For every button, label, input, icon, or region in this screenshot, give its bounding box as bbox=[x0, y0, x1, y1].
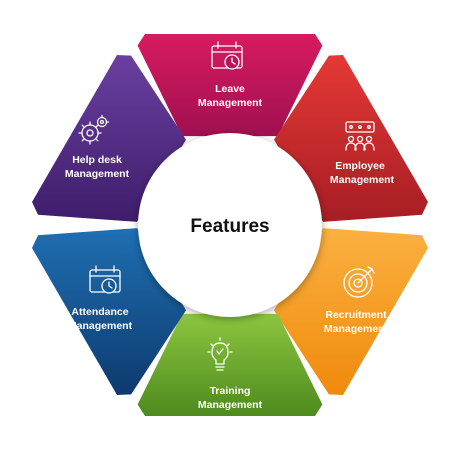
leave-label-line1: Leave bbox=[215, 83, 245, 95]
training-label-line1: Training bbox=[210, 385, 251, 397]
gears-icon bbox=[78, 114, 110, 145]
segment-leave bbox=[137, 34, 323, 137]
segment-recruitment bbox=[274, 228, 428, 395]
helpdesk-label-line1: Help desk bbox=[72, 154, 122, 166]
center-circle bbox=[138, 133, 322, 317]
target-icon bbox=[343, 266, 375, 298]
center-title: Features bbox=[190, 216, 269, 237]
segment-training bbox=[137, 313, 323, 416]
calendar-clock-icon bbox=[89, 265, 121, 294]
employee-label-line1: Employee bbox=[335, 160, 385, 172]
segment-employee bbox=[274, 55, 428, 222]
attendance-label-line1: Attendance bbox=[71, 306, 128, 318]
training-label-line2: Management bbox=[198, 399, 263, 411]
lightbulb-icon bbox=[207, 337, 233, 371]
recruitment-label-line2: Management bbox=[324, 323, 389, 335]
segment-helpdesk bbox=[32, 55, 186, 222]
attendance-label-line2: Management bbox=[68, 320, 133, 332]
people-board-icon bbox=[345, 121, 375, 151]
segment-attendance bbox=[32, 228, 186, 395]
helpdesk-label-line2: Management bbox=[65, 168, 130, 180]
recruitment-label-line1: Recruitment bbox=[325, 309, 387, 321]
leave-label-line2: Management bbox=[198, 97, 263, 109]
employee-label-line2: Management bbox=[330, 174, 395, 186]
calendar-clock-icon bbox=[211, 41, 243, 70]
